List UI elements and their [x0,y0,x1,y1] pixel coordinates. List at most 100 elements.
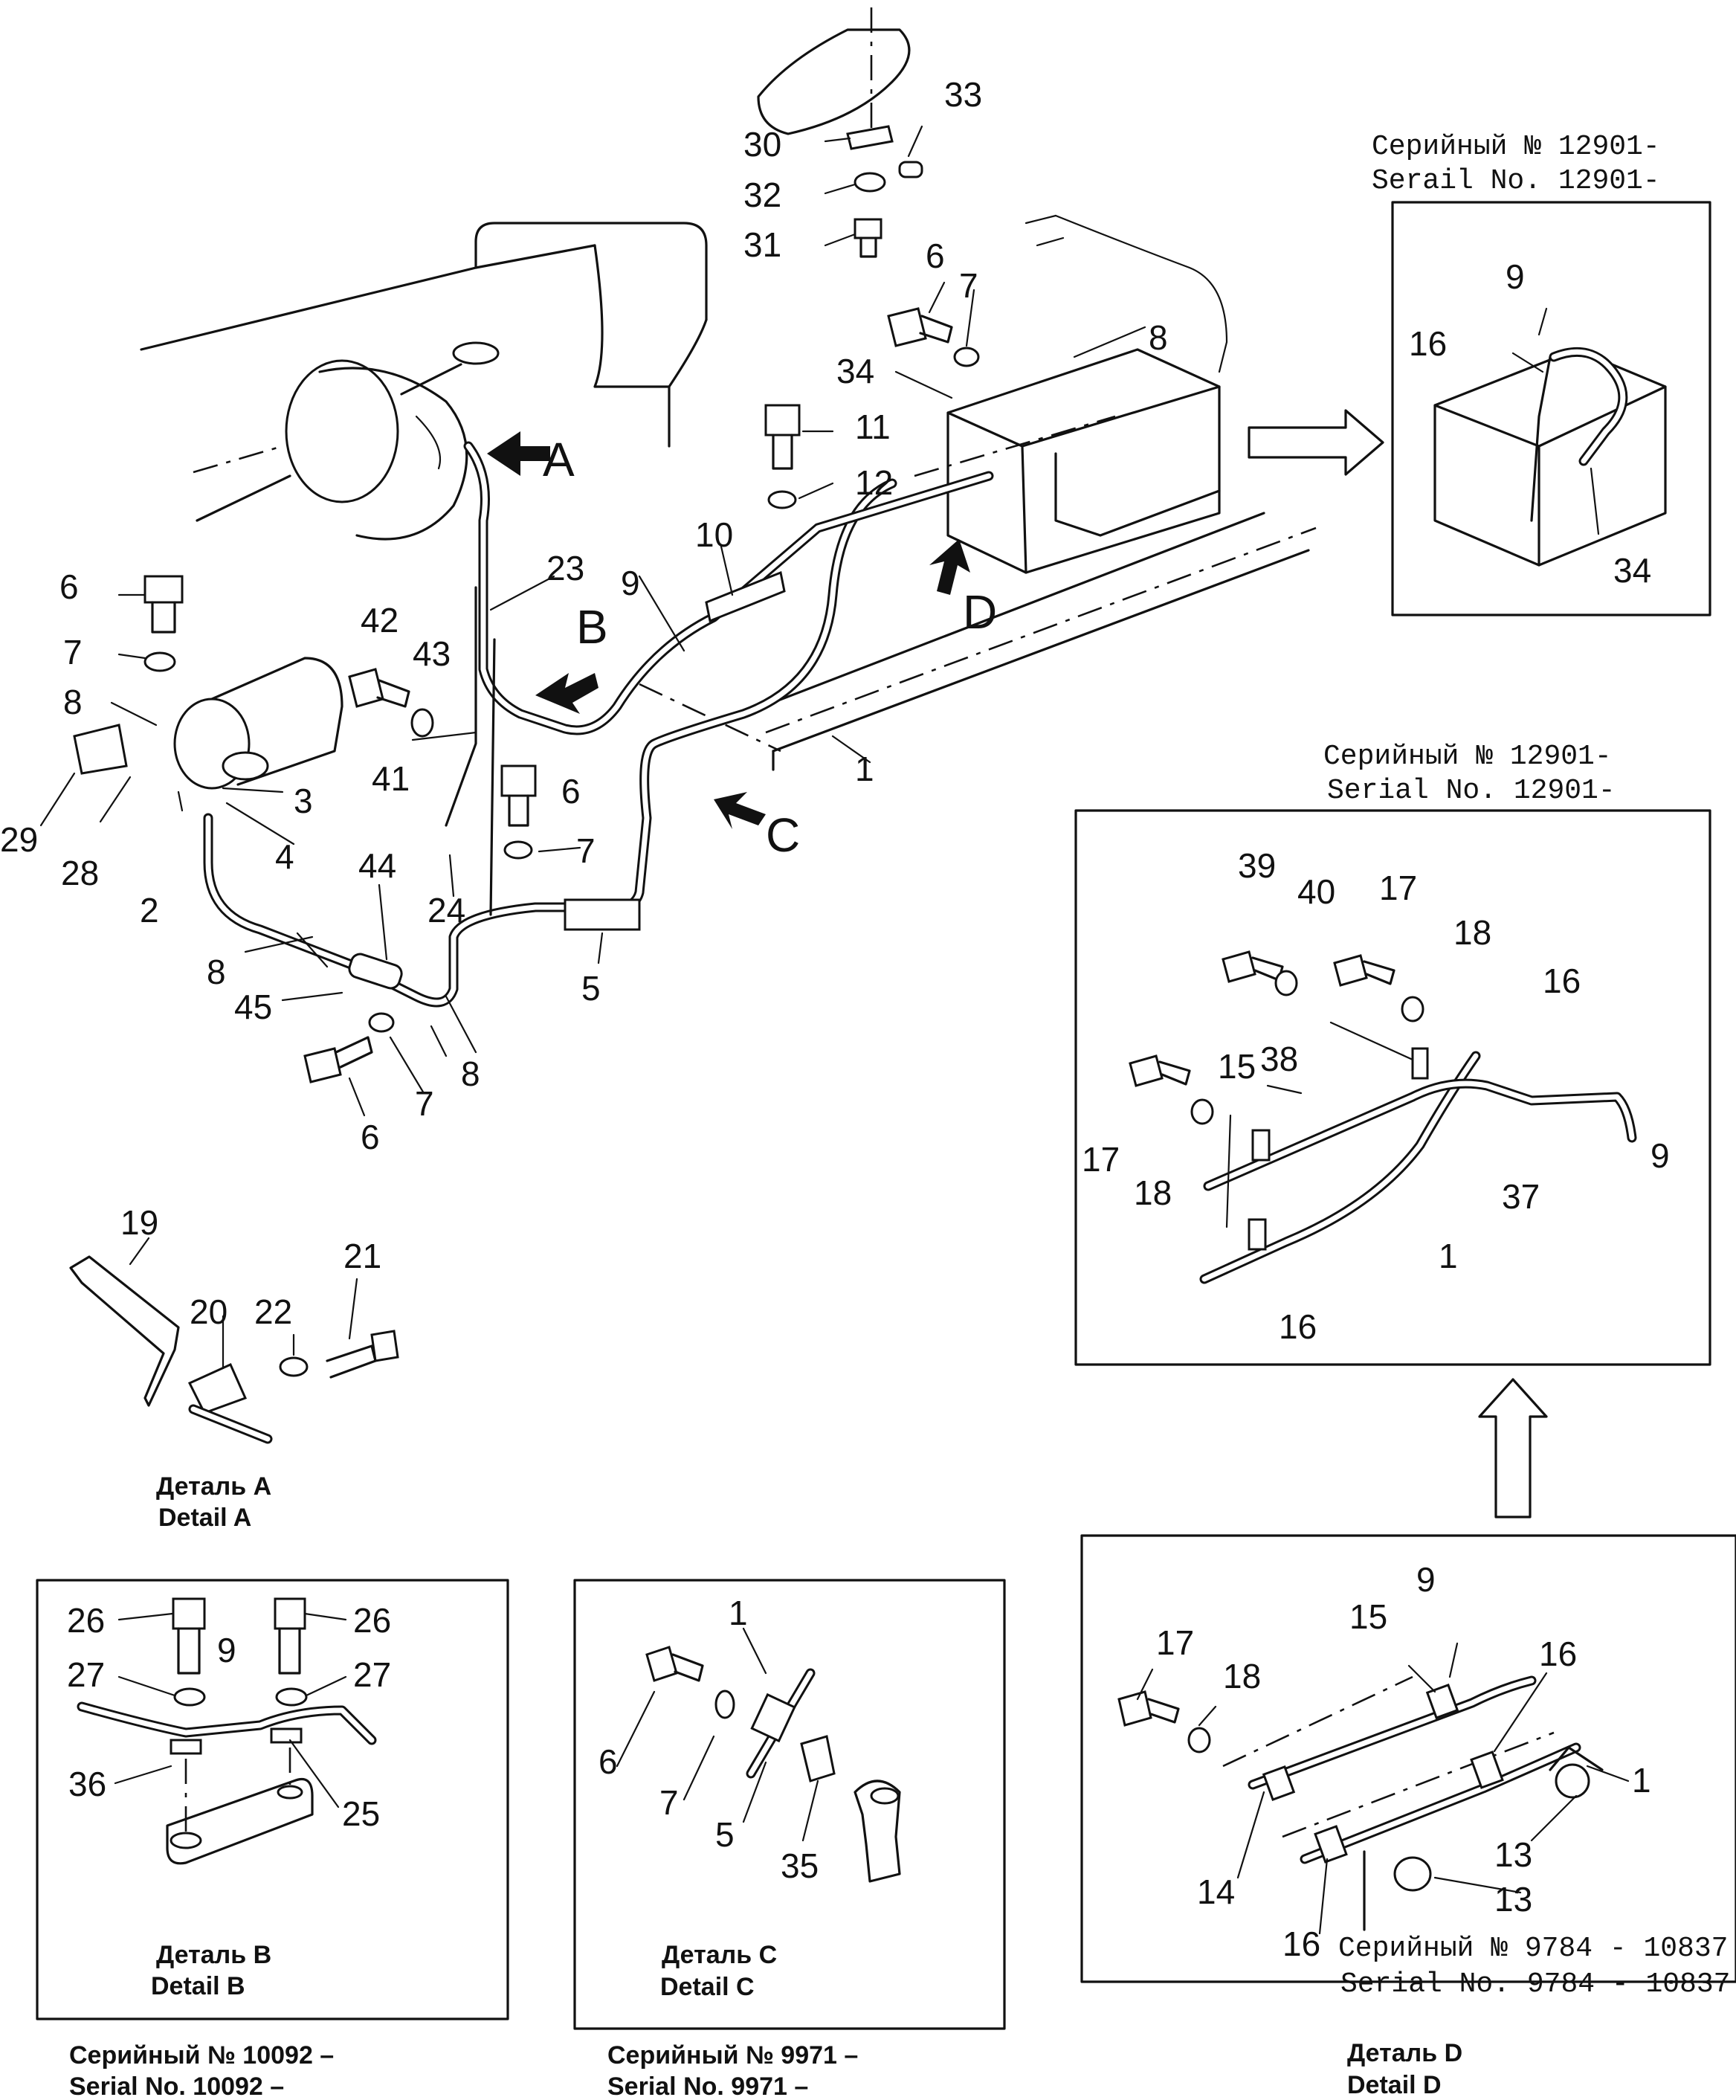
c-callout-35: 35 [781,1846,819,1885]
mid-callout-18-top: 18 [1453,913,1491,952]
label-c: C [766,808,800,862]
d-callout-15: 15 [1349,1597,1387,1636]
label-b: B [576,600,608,654]
pad-assembly [757,7,923,258]
callout-8-left: 8 [63,683,83,721]
serial-middle-ru: Серийный № 12901- [1323,741,1612,773]
detail-b-serial-ru: Серийный № 10092 – [69,2041,334,2070]
mid-callout-17-top: 17 [1379,869,1417,907]
label-a: A [543,433,575,486]
arrow-d [929,539,970,595]
d-callout-16-top: 16 [1539,1634,1577,1673]
upper-callout-9: 9 [1506,257,1525,296]
mid-callout-1: 1 [1439,1237,1458,1275]
main-assembly: A B C D [0,7,1384,1156]
callout-29: 29 [0,820,38,859]
d-callout-1: 1 [1632,1761,1651,1800]
d-callout-9: 9 [1416,1560,1436,1599]
callout-7-battery: 7 [959,266,978,305]
b-callout-36: 36 [68,1765,106,1803]
bolt-11 [764,404,801,509]
bolt-6-battery [887,307,980,367]
detail-c: 1 6 7 5 35 Деталь C Detail C Серийный № … [573,1579,1006,2100]
d-callout-13-upper: 13 [1494,1835,1532,1874]
detail-d-caption-ru: Деталь D [1347,2039,1462,2067]
detail-a: 19 20 21 22 Деталь A Detail A [69,1203,399,1532]
b-callout-26-right: 26 [353,1601,391,1640]
callout-31: 31 [743,225,781,264]
bolt-42 [348,668,434,738]
callout-41: 41 [372,759,410,798]
callout-30: 30 [743,125,781,164]
d-callout-17: 17 [1156,1623,1194,1662]
bolt-6-top [143,575,184,672]
mid-callout-38: 38 [1260,1040,1298,1078]
mid-callout-9: 9 [1651,1136,1670,1175]
callout-6-top: 6 [59,567,79,606]
arrow-b [535,673,598,714]
c-callout-7: 7 [659,1783,679,1822]
callout-6-battery: 6 [926,236,945,275]
d-callout-16-bottom: 16 [1282,1925,1320,1963]
callout-43: 43 [413,634,451,673]
mid-callout-17-left: 17 [1082,1140,1120,1179]
callout-34: 34 [836,352,874,390]
mid-callout-40: 40 [1297,872,1335,911]
arrow-a [487,431,550,476]
arrow-up-to-middle [1478,1378,1548,1518]
b-callout-27-right: 27 [353,1655,391,1694]
callout-7-mid: 7 [576,831,596,870]
callout-10: 10 [695,515,733,554]
d-callout-14: 14 [1197,1872,1235,1911]
b-callout-26-left: 26 [67,1601,105,1640]
callout-11: 11 [855,408,891,446]
callout-6-mid: 6 [561,772,581,811]
starter-motor [285,341,500,541]
mid-callout-18-left: 18 [1134,1173,1172,1212]
callout-6-bottom: 6 [361,1118,380,1156]
arrow-c [714,792,766,829]
callout-32: 32 [743,175,781,214]
detail-c-serial-en: Serial No. 9971 – [607,2072,808,2100]
c-callout-6: 6 [598,1742,618,1781]
callout-23: 23 [546,549,584,587]
bolt-6-mid [500,764,537,860]
callout-12: 12 [855,463,893,502]
alternator [173,657,343,790]
b-callout-25: 25 [342,1794,380,1833]
bolt-6-bottom [303,1012,395,1083]
callout-33: 33 [944,75,982,114]
serial-box-middle: Серийный № 12901- Serial No. 12901- 1 9 … [1074,741,1711,1366]
a-callout-19: 19 [120,1203,158,1242]
callout-8-bottom: 8 [461,1054,480,1093]
callout-7-bottom: 7 [415,1084,434,1123]
detail-b-caption-ru: Деталь B [156,1941,271,1969]
serial-box-upper: Серийный № 12901- Serail No. 12901- 9 16… [1372,131,1711,616]
detail-d-caption-en: Detail D [1347,2071,1442,2099]
serial-upper-ru: Серийный № 12901- [1372,131,1660,163]
serial-middle-en: Serial No. 12901- [1327,775,1616,807]
detail-c-caption-ru: Деталь C [662,1941,777,1969]
label-d: D [963,585,997,639]
detail-a-caption-ru: Деталь A [156,1472,271,1501]
detail-b-caption-en: Detail B [151,1972,245,2000]
callout-7-top: 7 [63,633,83,671]
detail-c-caption-en: Detail C [660,1973,755,2001]
serial-upper-en: Serail No. 12901- [1372,165,1660,197]
upper-callout-16: 16 [1409,324,1447,363]
callout-9: 9 [621,564,640,602]
d-serial-ru: Серийный № 9784 - 10837 [1338,1933,1729,1965]
callout-28: 28 [61,854,99,892]
bracket-10 [705,570,786,623]
d-serial-en: Serial No. 9784 - 10837 [1340,1968,1731,2000]
callout-4: 4 [275,837,294,876]
a-callout-20: 20 [190,1292,228,1331]
b-callout-27-left: 27 [67,1655,105,1694]
detail-c-serial-ru: Серийный № 9971 – [607,2041,858,2070]
d-callout-18: 18 [1223,1657,1261,1695]
d-callout-13-lower: 13 [1494,1880,1532,1919]
mid-callout-39: 39 [1238,846,1276,885]
detail-b: 26 26 27 27 9 36 25 Деталь B Detail B Се… [36,1579,509,2100]
a-callout-22: 22 [254,1292,292,1331]
